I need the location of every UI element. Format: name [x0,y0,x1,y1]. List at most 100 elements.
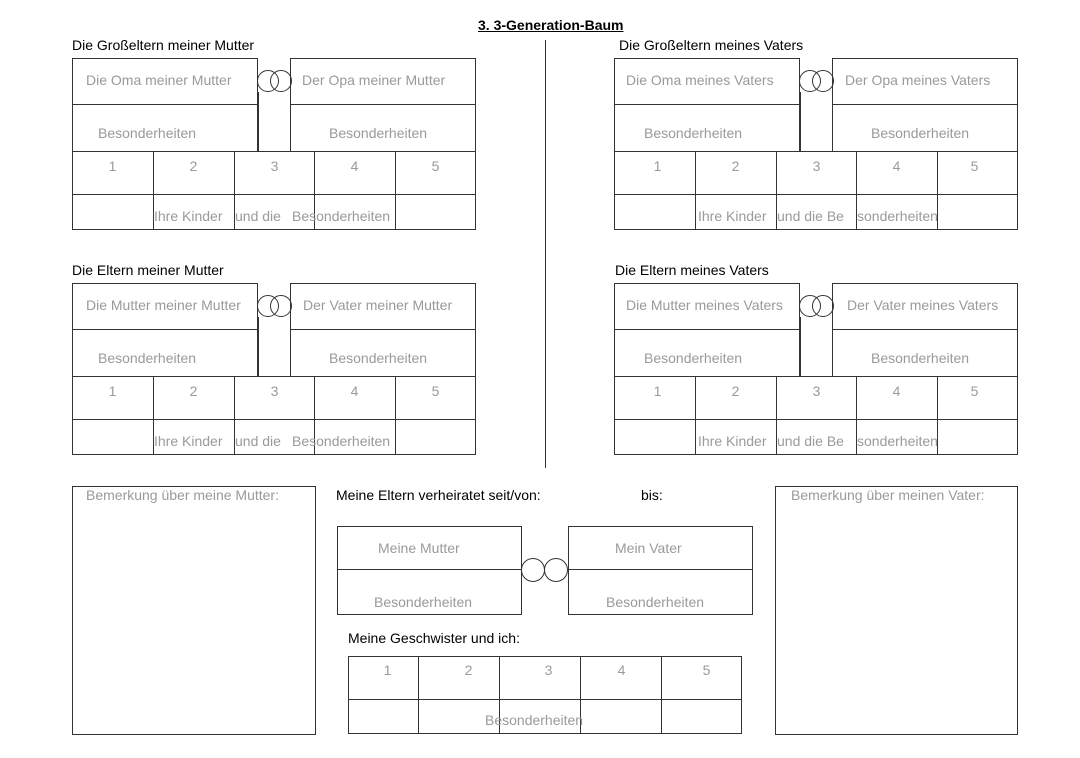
grandpa-box[interactable] [832,58,1018,152]
divider-line [337,569,522,570]
section-heading: Die Eltern meines Vaters [615,262,769,278]
section-heading: Die Eltern meiner Mutter [72,262,224,278]
my-father-box[interactable] [568,526,753,615]
divider-line [832,329,1018,330]
children-grid[interactable] [72,376,476,455]
siblings-grid[interactable] [348,656,742,734]
children-grid[interactable] [614,151,1018,230]
child-number: 3 [270,158,279,174]
grid-col-line [661,656,662,734]
grandma-box[interactable] [72,58,258,152]
connector-line [290,317,291,377]
center-divider [545,40,546,468]
grandma-label: Die Oma meiner Mutter [86,72,232,88]
my-mother-box[interactable] [337,526,522,615]
father-of-mother-box[interactable] [290,283,476,377]
siblings-label: Meine Geschwister und ich: [348,630,520,646]
children-label: und die Be [777,433,844,449]
siblings-special-label: Besonderheiten [485,712,584,728]
mother-special-label: Besonderheiten [374,594,473,610]
children-label: Ihre Kinder [698,208,767,224]
divider-line [832,104,1018,105]
children-label: Besonderheiten [292,208,391,224]
children-label: Ihre Kinder [698,433,767,449]
special-label: Besonderheiten [98,350,197,366]
grid-row-line [614,419,1018,420]
sibling-number: 1 [383,662,392,678]
child-number: 3 [812,383,821,399]
child-number: 2 [731,383,740,399]
mother-of-father-box[interactable] [614,283,800,377]
grandpa-label: Der Opa meines Vaters [845,72,991,88]
children-label: Ihre Kinder [154,433,223,449]
children-grid[interactable] [72,151,476,230]
special-label: Besonderheiten [644,125,743,141]
grid-row-line [72,419,476,420]
children-label: und die [235,208,281,224]
grid-col-line [580,656,581,734]
divider-line [72,329,258,330]
mother-label: Die Mutter meines Vaters [626,297,783,313]
child-number: 5 [970,158,979,174]
children-label: sonderheiten [857,433,938,449]
grid-col-line [234,376,235,455]
connector-line [800,92,801,152]
grid-col-line [776,376,777,455]
child-number: 3 [812,158,821,174]
section-heading: Die Großeltern meines Vaters [619,37,804,53]
child-number: 1 [653,158,662,174]
grandpa-label: Der Opa meiner Mutter [302,72,446,88]
child-number: 1 [108,383,117,399]
child-number: 2 [189,383,198,399]
special-label: Besonderheiten [644,350,743,366]
connector-line [258,92,259,152]
grid-col-line [153,376,154,455]
grandma-box[interactable] [614,58,800,152]
child-number: 4 [350,158,359,174]
my-father-label: Mein Vater [615,540,682,556]
sibling-number: 5 [702,662,711,678]
grid-col-line [418,656,419,734]
special-label: Besonderheiten [871,125,970,141]
until-label: bis: [641,487,663,503]
grid-row-line [614,194,1018,195]
mother-of-mother-box[interactable] [72,283,258,377]
special-label: Besonderheiten [98,125,197,141]
marriage-ring-icon [521,558,545,582]
grid-col-line [395,376,396,455]
child-number: 4 [350,383,359,399]
father-label: Der Vater meines Vaters [847,297,999,313]
marriage-ring-icon [270,295,292,317]
father-note-box[interactable] [775,486,1018,735]
grid-col-line [314,376,315,455]
children-label: und die Be [777,208,844,224]
grid-row-line [72,194,476,195]
child-number: 1 [653,383,662,399]
marriage-ring-icon [544,558,568,582]
children-label: Ihre Kinder [154,208,223,224]
grid-col-line [234,151,235,230]
child-number: 5 [970,383,979,399]
child-number: 1 [108,158,117,174]
children-grid[interactable] [614,376,1018,455]
divider-line [568,569,753,570]
mother-label: Die Mutter meiner Mutter [86,297,241,313]
sibling-number: 4 [617,662,626,678]
children-label: Besonderheiten [292,433,391,449]
father-note-label: Bemerkung über meinen Vater: [791,487,985,503]
connector-line [800,317,801,377]
special-label: Besonderheiten [871,350,970,366]
grid-col-line [856,151,857,230]
divider-line [290,329,476,330]
grid-col-line [776,151,777,230]
connector-line [258,317,259,377]
marriage-ring-icon [270,70,292,92]
child-number: 3 [270,383,279,399]
mother-note-box[interactable] [72,486,316,735]
sibling-number: 3 [544,662,553,678]
marriage-ring-icon [812,295,834,317]
sibling-number: 2 [464,662,473,678]
my-mother-label: Meine Mutter [378,540,460,556]
page-title: 3. 3-Generation-Baum [478,17,624,33]
grid-col-line [856,376,857,455]
